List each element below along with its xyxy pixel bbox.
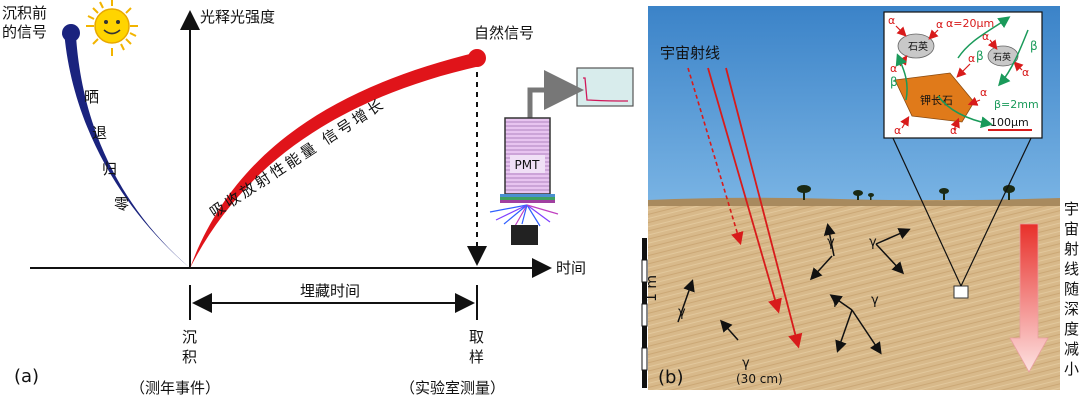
burial-time-label: 埋藏时间 bbox=[300, 282, 360, 300]
inset-scale-label: 100μm bbox=[990, 116, 1029, 129]
bleaching-curve bbox=[62, 28, 190, 268]
feldspar-label: 钾长石 bbox=[920, 93, 953, 107]
gamma-symbol-2: γ bbox=[827, 235, 835, 250]
gamma-range-label: (30 cm) bbox=[736, 372, 783, 386]
depth-char-7: 度 bbox=[1064, 320, 1079, 338]
gamma-symbol-4: γ bbox=[831, 293, 839, 308]
sample-disc-holder bbox=[511, 225, 538, 245]
alpha-sym-1: α bbox=[888, 14, 895, 27]
natural-signal-label: 自然信号 bbox=[474, 24, 534, 42]
depth-note-vertical: 宇 宙 射 线 随 深 度 减 小 bbox=[1064, 200, 1079, 378]
panel-b-canvas: 1 m 宇宙射线 γ γ γ γ γ γ (30 cm) (b) 石英 石英 钾… bbox=[641, 6, 1079, 390]
quartz-label-1: 石英 bbox=[908, 40, 928, 53]
event-note: （测年事件） bbox=[130, 379, 220, 397]
sample-label-1: 取 bbox=[469, 328, 484, 346]
depth-char-6: 深 bbox=[1064, 300, 1079, 318]
depth-char-5: 随 bbox=[1064, 280, 1079, 298]
alpha-sym-8: α bbox=[980, 86, 987, 99]
panel-a-tag: (a) bbox=[14, 366, 39, 387]
beta-range-label: β=2mm bbox=[994, 98, 1039, 111]
alpha-sym-9: α bbox=[968, 52, 975, 65]
bleach-char-2: 退 bbox=[92, 124, 107, 142]
bleach-char-4: 零 bbox=[114, 195, 129, 213]
pre-deposit-label-2: 的信号 bbox=[2, 23, 47, 41]
pre-deposit-label-1: 沉积前 bbox=[2, 4, 47, 22]
depth-char-9: 小 bbox=[1064, 360, 1079, 378]
bleach-start-dot bbox=[62, 24, 80, 42]
beta-arrows bbox=[895, 16, 1029, 129]
zoom-line-left bbox=[891, 135, 962, 287]
quartz-grain-1 bbox=[897, 33, 935, 59]
gamma-symbol-1: γ bbox=[678, 305, 686, 320]
sun-icon bbox=[86, 0, 138, 56]
decay-curve-icon bbox=[583, 77, 629, 102]
beta-sym-2: β bbox=[976, 49, 984, 63]
cosmic-ray-1 bbox=[707, 67, 782, 314]
gamma-symbol-5: γ bbox=[871, 293, 879, 308]
depth-char-3: 射 bbox=[1064, 240, 1079, 258]
sample-label-2: 样 bbox=[469, 348, 484, 366]
beta-sym-3: β bbox=[1030, 39, 1038, 53]
depth-scale-bar bbox=[641, 238, 648, 388]
depth-char-2: 宙 bbox=[1064, 220, 1079, 238]
quartz-grain-2 bbox=[987, 45, 1019, 67]
alpha-sym-7: α bbox=[950, 124, 957, 137]
panel-a-osl-principle: 沉积前 的信号 晒 退 归 零 光释光强度 时间 自然信号 吸收放射性能量 信号… bbox=[2, 0, 634, 397]
cosmic-ray-label: 宇宙射线 bbox=[660, 44, 720, 62]
depth-char-1: 宇 bbox=[1064, 200, 1079, 218]
alpha-sym-2: α bbox=[936, 18, 943, 31]
bleach-char-3: 归 bbox=[102, 160, 117, 178]
gamma-symbol-3: γ bbox=[869, 235, 877, 250]
cosmic-ray-dashed bbox=[687, 67, 744, 246]
signal-growth-label: 吸收放射性能量 信号增长 bbox=[206, 94, 388, 221]
scale-label: 1 m bbox=[644, 275, 660, 302]
deposit-label-1: 沉 bbox=[182, 328, 197, 346]
alpha-sym-4: α bbox=[982, 30, 989, 43]
x-axis-label: 时间 bbox=[556, 259, 586, 277]
depth-char-8: 减 bbox=[1064, 340, 1079, 358]
panel-b-field-dosimetry: 1 m 宇宙射线 γ γ γ γ γ γ (30 cm) (b) 石英 石英 钾… bbox=[640, 0, 1080, 410]
alpha-sym-6: α bbox=[894, 124, 901, 137]
cosmic-ray-2 bbox=[725, 67, 803, 349]
zoom-line-right bbox=[960, 135, 1033, 287]
depth-char-4: 线 bbox=[1064, 260, 1079, 278]
alpha-sym-5: α bbox=[1022, 66, 1029, 79]
sediment-section bbox=[648, 200, 1060, 390]
signal-growth-curve bbox=[190, 52, 480, 268]
beta-sym-1: β bbox=[890, 75, 898, 89]
ground-surface bbox=[648, 197, 1060, 206]
y-axis-label: 光释光强度 bbox=[200, 8, 275, 26]
gamma-symbol-6: γ bbox=[742, 356, 750, 371]
lab-note: （实验室测量） bbox=[400, 379, 505, 397]
bleach-char-1: 晒 bbox=[84, 88, 99, 106]
pmt-instrument: PMT bbox=[489, 67, 634, 245]
depth-decrease-arrow bbox=[1009, 223, 1049, 373]
alpha-sym-3: α bbox=[890, 62, 897, 75]
panel-a-canvas: 沉积前 的信号 晒 退 归 零 光释光强度 时间 自然信号 吸收放射性能量 信号… bbox=[2, 0, 634, 397]
cable-arrow bbox=[527, 70, 584, 120]
feldspar-grain bbox=[894, 72, 975, 123]
natural-signal-dot bbox=[468, 49, 486, 67]
gamma-arrows bbox=[677, 223, 911, 355]
sampling-point-marker bbox=[953, 285, 969, 299]
inset-grain-dosimetry: 石英 石英 钾长石 α=20μm β=2mm 100μm α α α α α α… bbox=[883, 11, 1043, 139]
deposit-label-2: 积 bbox=[182, 348, 197, 366]
quartz-label-2: 石英 bbox=[993, 51, 1011, 63]
pmt-label: PMT bbox=[515, 158, 541, 172]
alpha-range-label: α=20μm bbox=[946, 17, 994, 30]
tree-icons bbox=[797, 185, 1015, 200]
panel-b-tag: (b) bbox=[658, 367, 683, 388]
